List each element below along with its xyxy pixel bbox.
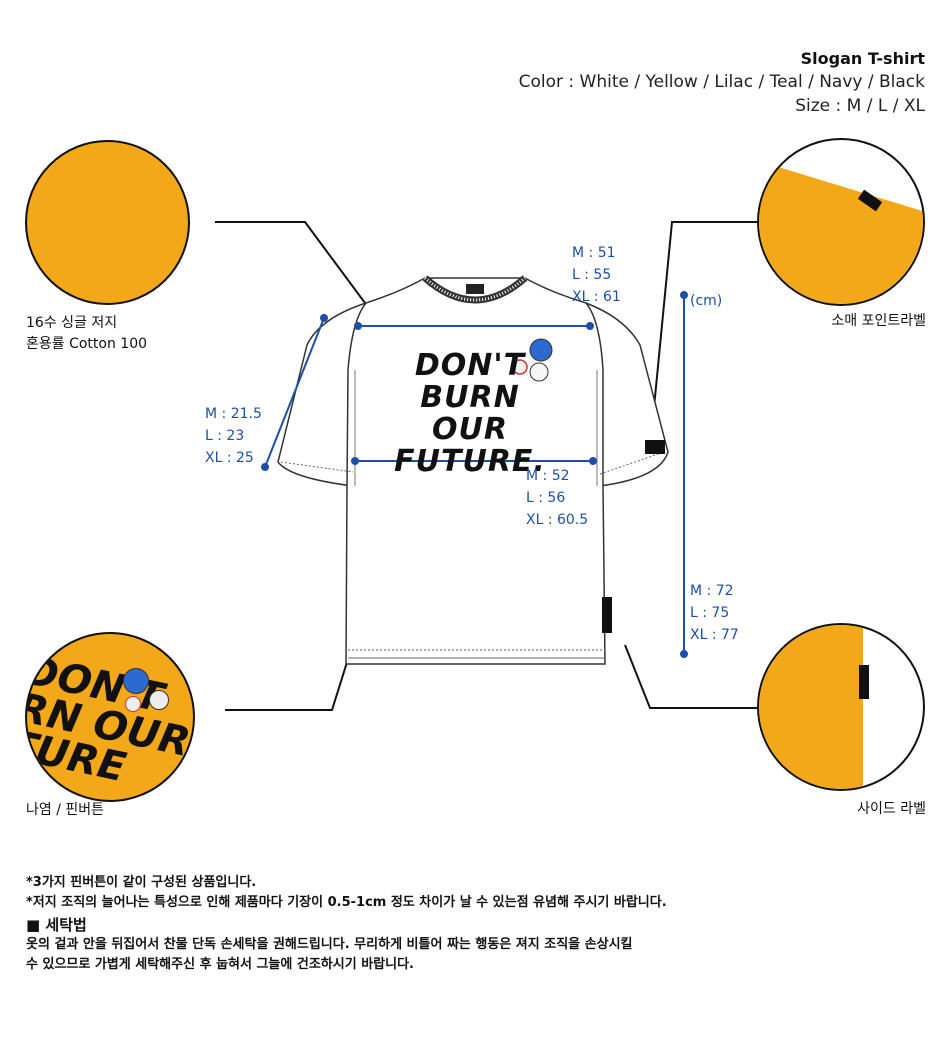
slogan-line-1: DON'T [414,348,526,383]
fabric-knit: 16수 싱글 저지 [26,315,118,331]
side-closeup-tag [859,665,869,699]
size-options: Size : M / L / XL [795,96,925,116]
armhole-measure: M : 21.5 L : 23 XL : 25 [205,403,262,469]
chest-m: M : 52 [526,468,570,484]
length-measure: M : 72 L : 75 XL : 77 [690,580,739,646]
shoulder-measure: M : 51 L : 55 XL : 61 [572,242,621,308]
fabric-leader-line [215,221,386,331]
slogan-line-3: FUTURE. [394,444,546,479]
chest-xl: XL : 60.5 [526,512,589,528]
slogan-line-2: BURN OUR [420,380,520,447]
pin-button-flame [512,359,528,375]
shoulder-l: L : 55 [572,267,612,283]
print-caption: 나염 / 핀버튼 [26,802,105,818]
length-l: L : 75 [690,605,730,621]
measurement-lines [261,291,688,658]
closeup-pin-flame [125,696,141,712]
armhole-l: L : 23 [205,428,245,444]
slogan-print: DON'T BURN OUR FUTURE. [380,350,560,478]
sleeve-label-circle [757,138,925,306]
pin-button-blue [529,338,553,362]
side-label-circle [757,623,925,791]
product-header: Slogan T-shirt Color : White / Yellow / … [519,48,925,118]
fabric-swatch-circle [25,140,190,305]
sleeve-leader-line [651,221,757,429]
sleeve-label-caption: 소매 포인트라벨 [831,313,926,329]
unit-label: (cm) [690,293,723,309]
side-tag [602,597,612,633]
closeup-pin-blue [123,668,149,694]
shoulder-xl: XL : 61 [572,289,621,305]
pin-button-white [529,362,549,382]
wash-line-1: 옷의 겉과 안을 뒤집어서 찬물 단독 손세탁을 권해드립니다. 무리하게 비틀… [26,937,633,952]
note-length-variance: *저지 조직의 늘어나는 특성으로 인해 제품마다 기장이 0.5-1cm 정도… [26,895,667,910]
print-closeup-circle: DON'T RN OUR TURE [25,632,195,802]
length-xl: XL : 77 [690,627,739,643]
side-label-caption: 사이드 라벨 [857,801,926,817]
product-notes: *3가지 핀버튼이 같이 구성된 상품입니다. *저지 조직의 늘어나는 특성으… [26,873,926,975]
side-leader-line [624,644,758,709]
wash-line-2: 수 있으므로 가볍게 세탁해주신 후 눕혀서 그늘에 건조하시기 바랍니다. [26,957,414,972]
armhole-m: M : 21.5 [205,406,262,422]
product-title: Slogan T-shirt [800,49,925,68]
length-m: M : 72 [690,583,734,599]
armhole-xl: XL : 25 [205,450,254,466]
fabric-composition: 혼용률 Cotton 100 [26,336,148,352]
chest-measure: M : 52 L : 56 XL : 60.5 [526,465,588,531]
sleeve-fabric [759,158,923,304]
neck-label [466,284,484,294]
fabric-description: 16수 싱글 저지 혼용률 Cotton 100 [26,313,147,355]
note-pin-buttons: *3가지 핀버튼이 같이 구성된 상품입니다. [26,875,257,890]
closeup-pin-white [149,690,169,710]
sleeve-point-label [645,440,665,454]
shoulder-m: M : 51 [572,245,616,261]
side-fabric [759,625,863,789]
chest-l: L : 56 [526,490,566,506]
color-options: Color : White / Yellow / Lilac / Teal / … [518,72,925,92]
wash-title: ■ 세탁법 [26,916,87,934]
